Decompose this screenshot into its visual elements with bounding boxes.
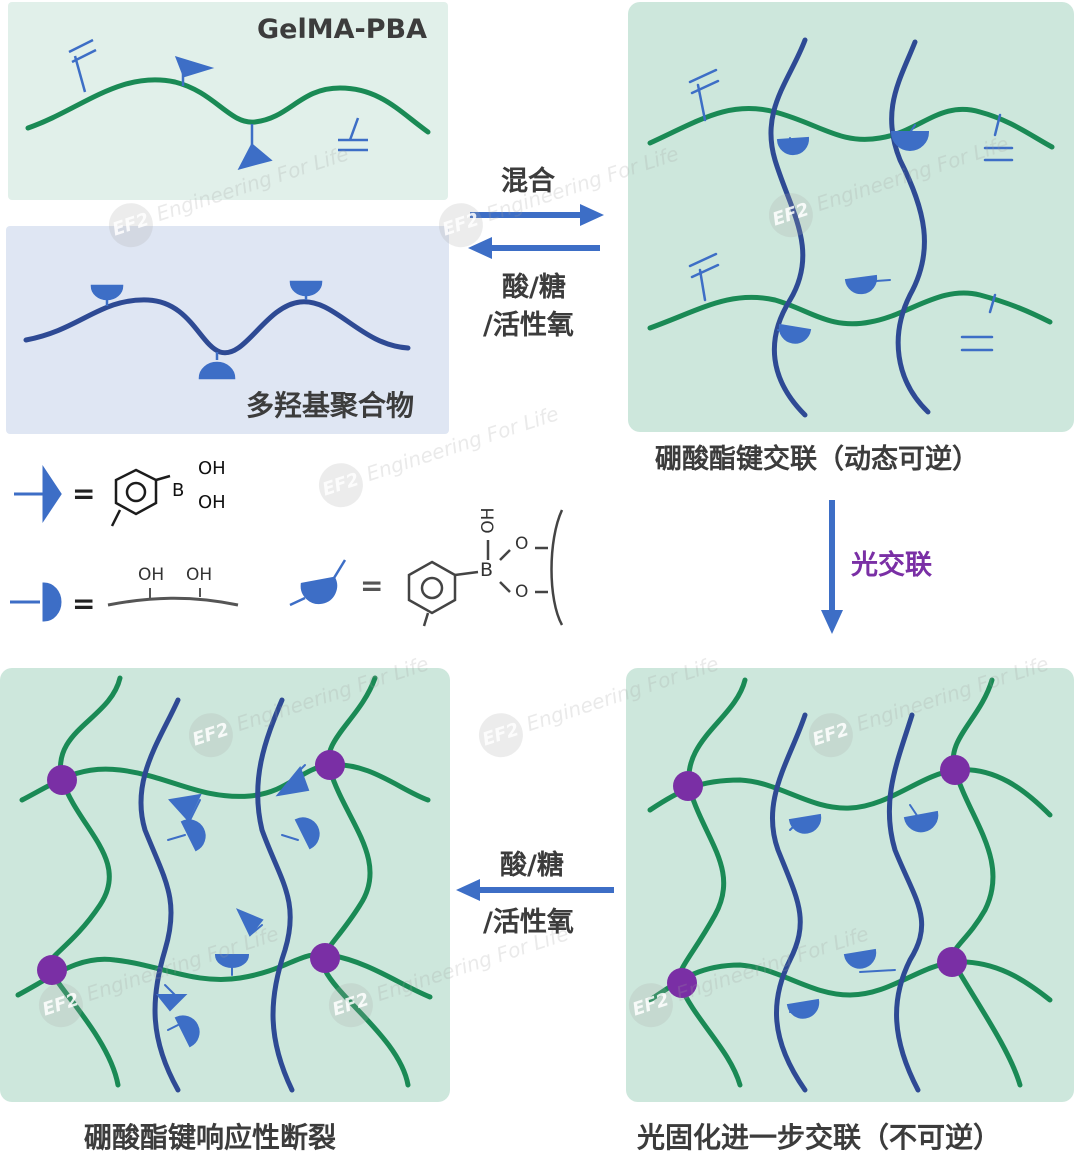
legend-ester-symbol [289,559,347,607]
legend-pba-symbol [14,465,62,523]
dynamic-network [647,37,1055,418]
mix-label: 混合 [501,166,555,197]
legend-ester-b: B [480,559,494,581]
legend-ester-oh: OH [478,507,499,534]
legend-polyol-symbol [10,582,62,622]
legend-phenylboronic-acid [110,468,171,527]
gelma-pba-label: GelMA-PBA [257,14,427,45]
polyhydroxy-chain [23,280,411,380]
photo-further-crosslink-label: 光固化进一步交联（不可逆） [637,1121,1002,1154]
acid-sugar-label: 酸/糖 [502,272,566,303]
legend-boronate-ester [407,509,564,627]
panel-polyhydroxy [6,226,449,434]
legend-ester-o-2: O [515,582,529,602]
legend-ester-o-1: O [515,534,529,554]
panel-dynamic-network [628,2,1074,432]
acid-sugar-label-bottom: 酸/糖 [500,850,564,881]
legend-oh-2: OH [198,492,226,513]
legend-equals-2: = [72,587,96,620]
active-oxygen-label-bottom: /活性氧 [483,907,574,938]
legend-equals-1: = [72,477,96,510]
legend-oh-1: OH [198,458,226,479]
polyhydroxy-polymer-label: 多羟基聚合物 [246,389,415,422]
responsive-cleavage-label: 硼酸酯键响应性断裂 [84,1121,337,1154]
gelma-pba-chain [25,38,431,170]
mix-arrow [470,204,604,226]
photo-crosslink-arrow [821,500,843,634]
photo-crosslink-label: 光交联 [851,550,932,581]
boronate-crosslink-label: 硼酸酯键交联（动态可逆） [655,444,979,475]
legend-polyol-oh-2: OH [186,565,213,585]
cleavage-arrow [456,879,614,901]
active-oxygen-label: /活性氧 [483,310,574,341]
legend-equals-3: = [360,569,384,602]
legend-polyol-oh-1: OH [138,565,165,585]
cleaved-network [15,675,433,1093]
photo-network [647,677,1053,1093]
reverse-arrow [468,237,600,259]
legend-b: B [172,480,185,501]
panel-photo-network [626,668,1074,1102]
legend-polyol-chain [107,588,239,607]
